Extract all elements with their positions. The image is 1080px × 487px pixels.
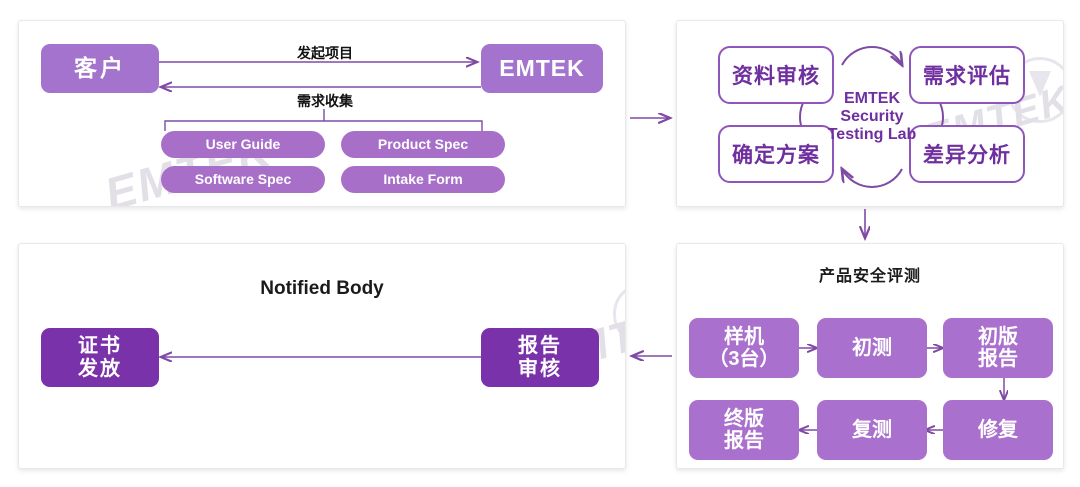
cycle-node-confirm-plan[interactable]: 确定方案	[718, 125, 834, 183]
step-final-report[interactable]: 终版 报告	[689, 400, 799, 460]
panel-bl-title: Notified Body	[260, 278, 384, 299]
panel-br-title: 产品安全评测	[818, 268, 921, 285]
pill-product-spec[interactable]: Product Spec	[341, 131, 505, 158]
step-initial-test[interactable]: 初测	[817, 318, 927, 378]
panel-notified-body: EMTEK Notified Body 证书 发放 报告 审核	[18, 243, 626, 469]
cycle-node-requirement-assessment[interactable]: 需求评估	[909, 46, 1025, 104]
node-certificate-issuance[interactable]: 证书 发放	[41, 328, 159, 387]
step-fix[interactable]: 修复	[943, 400, 1053, 460]
node-client[interactable]: 客户	[41, 44, 159, 93]
step-initial-report[interactable]: 初版 报告	[943, 318, 1053, 378]
step-retest[interactable]: 复测	[817, 400, 927, 460]
node-report-review[interactable]: 报告 审核	[481, 328, 599, 387]
node-emtek[interactable]: EMTEK	[481, 44, 603, 93]
panel-security-testing-lab-cycle: EMTEK 资料审核 需求评估 确定方案 差异分析 EMTEK Security…	[676, 20, 1064, 207]
label-initiate-project: 发起项目	[297, 45, 353, 61]
label-requirements-collection: 需求收集	[297, 93, 353, 109]
pill-user-guide[interactable]: User Guide	[161, 131, 325, 158]
pill-software-spec[interactable]: Software Spec	[161, 166, 325, 193]
step-sample-units[interactable]: 样机 （3台）	[689, 318, 799, 378]
pill-intake-form[interactable]: Intake Form	[341, 166, 505, 193]
cycle-node-gap-analysis[interactable]: 差异分析	[909, 125, 1025, 183]
panel-requirements-intake: EMTEK 客户 EMTEK 发起项目 需求收集 User Guide Prod…	[18, 20, 626, 207]
panel-product-security-evaluation: 产品安全评测 样机 （3台） 初测 初版 报告 终版 报告 复测 修复	[676, 243, 1064, 469]
cycle-node-data-review[interactable]: 资料审核	[718, 46, 834, 104]
cycle-center-label: EMTEK Security Testing Lab	[827, 90, 917, 143]
